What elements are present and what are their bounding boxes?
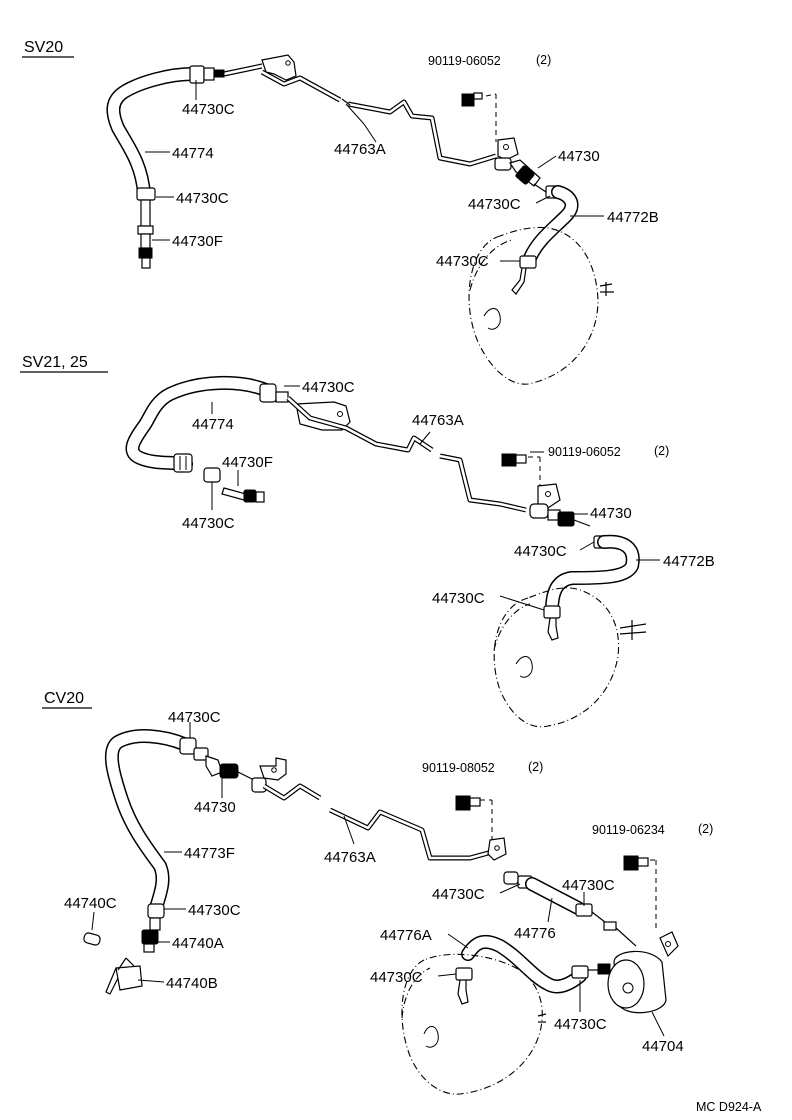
label-44776: 44776 (514, 925, 556, 942)
label-qty: (2) (536, 53, 551, 67)
clamp-44730c (147, 903, 165, 919)
clamp-44730c (519, 255, 537, 269)
pipe-bracket (259, 757, 287, 781)
label-44740c: 44740C (64, 895, 117, 912)
vacuum-tank-44704 (607, 931, 679, 1014)
section-cv20: CV20 (42, 690, 713, 1095)
section-sv20: SV20 (22, 39, 659, 385)
label-44773f: 44773F (184, 845, 235, 862)
label-44772b: 44772B (663, 553, 715, 570)
label-qty: (2) (654, 444, 669, 458)
valve-44730 (529, 503, 549, 519)
clamp-44730c (455, 967, 473, 981)
label-44730c: 44730C (436, 253, 489, 270)
section-title-cv20: CV20 (44, 690, 84, 707)
label-44730c: 44730C (562, 877, 615, 894)
label-44730c: 44730C (182, 515, 235, 532)
bolt-90119-06052 (501, 453, 517, 467)
label-90119-06052: 90119-06052 (548, 445, 621, 459)
hose-44773f (104, 729, 191, 915)
hose-fitting (203, 67, 215, 81)
clamp-44730c (179, 737, 197, 755)
clamp-44730c (136, 187, 156, 201)
label-44730c: 44730C (188, 902, 241, 919)
label-44763a: 44763A (324, 849, 376, 866)
label-44730c: 44730C (302, 379, 355, 396)
clamp-44730c (571, 965, 589, 979)
valve-bracket (487, 837, 507, 861)
label-44730c: 44730C (468, 196, 521, 213)
label-44763a: 44763A (412, 412, 464, 429)
section-title-sv20: SV20 (24, 39, 63, 56)
fitting-44730f (140, 199, 151, 227)
label-44730c: 44730C (432, 886, 485, 903)
clamp-44730c (203, 467, 221, 483)
section-sv21-25: SV21, 25 (20, 354, 715, 728)
bolt-90119-06234 (623, 855, 639, 871)
diagram-code: MC D924-A (696, 1100, 762, 1114)
pipe-44763a (260, 69, 342, 103)
union-44740a (141, 929, 159, 945)
label-44763a: 44763A (334, 141, 386, 158)
brake-booster (401, 953, 547, 1095)
label-44740a: 44740A (172, 935, 224, 952)
fitting (503, 871, 519, 885)
bolt-90119-06052 (473, 92, 483, 100)
label-44730c: 44730C (554, 1016, 607, 1033)
cap-44740c (83, 932, 101, 946)
clamp-44730c (543, 605, 561, 619)
label-44774: 44774 (192, 416, 234, 433)
label-44730f: 44730F (222, 454, 273, 471)
label-44730c: 44730C (432, 590, 485, 607)
label-44776a: 44776A (380, 927, 432, 944)
label-qty: (2) (698, 822, 713, 836)
label-90119-08052: 90119-08052 (422, 761, 495, 775)
label-44740b: 44740B (166, 975, 218, 992)
fitting-44730f (221, 487, 265, 503)
valve-44730 (494, 157, 512, 171)
label-44730: 44730 (194, 799, 236, 816)
label-44730: 44730 (558, 148, 600, 165)
label-44774: 44774 (172, 145, 214, 162)
label-44730c: 44730C (176, 190, 229, 207)
label-44730f: 44730F (172, 233, 223, 250)
bracket-44740b (105, 957, 143, 995)
label-44730c: 44730C (168, 709, 221, 726)
label-44704: 44704 (642, 1038, 684, 1055)
label-44730c: 44730C (182, 101, 235, 118)
label-44730c: 44730C (514, 543, 567, 560)
bolt-90119-08052 (455, 795, 471, 811)
valve-44730 (205, 755, 223, 777)
label-44730c: 44730C (370, 969, 423, 986)
label-44772b: 44772B (607, 209, 659, 226)
label-qty: (2) (528, 760, 543, 774)
brake-booster (493, 587, 647, 728)
section-title-sv21-25: SV21, 25 (22, 354, 88, 371)
label-90119-06234: 90119-06234 (592, 823, 665, 837)
label-44730: 44730 (590, 505, 632, 522)
brake-booster (468, 226, 614, 385)
label-90119-06052: 90119-06052 (428, 54, 501, 68)
clamp-44730c (259, 383, 277, 403)
clamp-44730c (189, 65, 205, 84)
